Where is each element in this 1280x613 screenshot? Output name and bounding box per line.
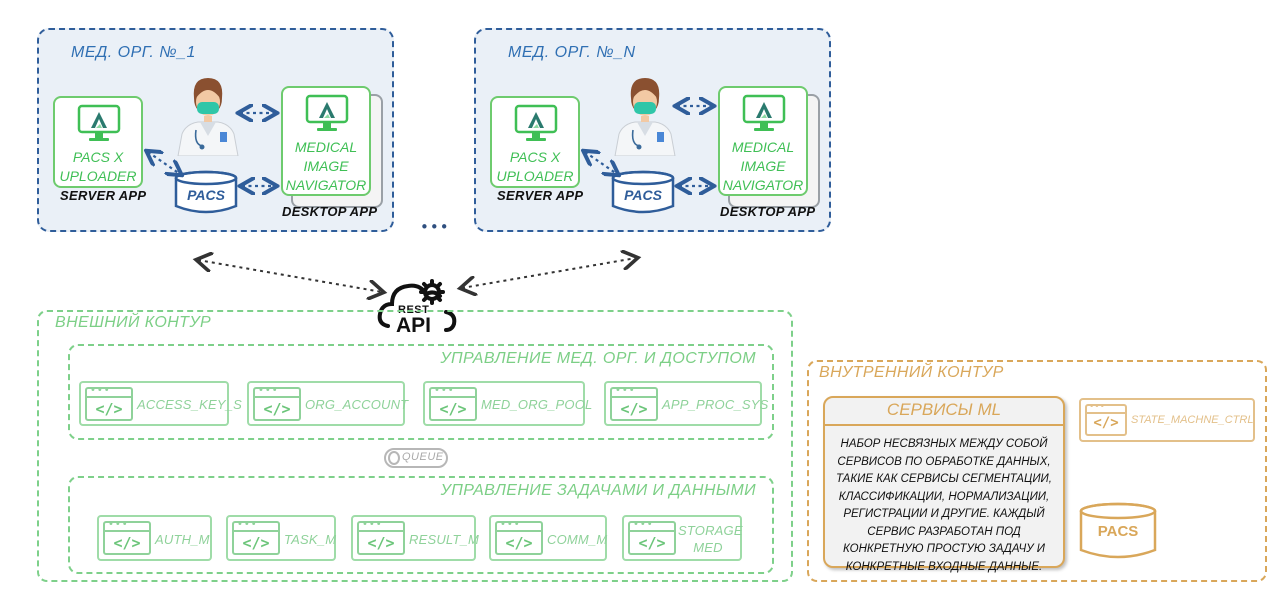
org-n-arrows xyxy=(437,0,837,240)
code-window-icon: •••</> xyxy=(610,385,658,421)
org-n-pacs-db-icon: PACS xyxy=(611,170,675,221)
service-storage-med[interactable]: •••</> STORAGE MED xyxy=(622,515,743,561)
code-window-icon: •••</> xyxy=(357,519,405,555)
service-label: AUTH_M xyxy=(155,532,210,547)
org-n-server-caption: SERVER APP xyxy=(497,188,584,203)
access-group-zone: УПРАВЛЕНИЕ МЕД. ОРГ. И ДОСТУПОМ xyxy=(68,344,774,440)
service-org-account[interactable]: •••</> ORG_ACCOUNT xyxy=(247,381,409,426)
org-1-server-app-card[interactable]: PACS X UPLOADER xyxy=(53,96,143,188)
org-n-title: МЕД. ОРГ. №_N xyxy=(508,44,636,61)
org-n-desktop-app-label: MEDICAL IMAGE NAVIGATOR xyxy=(722,139,804,193)
code-window-icon: •••</> xyxy=(85,385,133,421)
service-app-proc-sys[interactable]: •••</> APP_PROC_SYS xyxy=(604,381,768,426)
service-med-org-pool[interactable]: •••</> MED_ORG_POOL xyxy=(423,381,592,426)
ml-services-card[interactable]: СЕРВИСЫ ML НАБОР НЕСВЯЗНЫХ МЕЖДУ СОБОЙ С… xyxy=(823,396,1065,573)
org-1-server-caption: SERVER APP xyxy=(60,188,147,203)
service-label: RESULT_M xyxy=(409,532,479,547)
ellipsis: ••• xyxy=(420,218,450,236)
service-label: COMM_M xyxy=(547,532,608,547)
monitor-logo-icon xyxy=(742,94,786,139)
code-window-icon: •••</> xyxy=(495,519,543,555)
monitor-logo-icon xyxy=(514,104,558,149)
service-state-machine-ctrl[interactable]: ••• </> STATE_MACHNE_CTRL xyxy=(1079,398,1255,442)
ml-services-divider xyxy=(825,424,1063,426)
org-n-pacs-label: PACS xyxy=(624,187,662,203)
org-1-pacs-label: PACS xyxy=(187,187,225,203)
service-label: MED_ORG_POOL xyxy=(481,397,593,412)
service-access-key-s[interactable]: •••</> ACCESS_KEY_S xyxy=(79,381,242,426)
doctor-icon xyxy=(609,72,681,161)
service-auth-m[interactable]: •••</> AUTH_M xyxy=(97,515,212,561)
service-label: STORAGE MED xyxy=(678,523,743,555)
org-1-title: МЕД. ОРГ. №_1 xyxy=(71,44,196,61)
code-window-icon: •••</> xyxy=(103,519,151,555)
queue-pill[interactable]: QUEUE xyxy=(384,448,448,468)
org-n-desktop-caption: DESKTOP APP xyxy=(720,204,816,219)
state-machine-label: STATE_MACHNE_CTRL xyxy=(1131,414,1254,426)
monitor-logo-icon xyxy=(77,104,121,149)
inner-pacs-db-icon: PACS xyxy=(1078,502,1158,567)
arrow-uploader-pacs xyxy=(148,152,180,174)
outer-contour-title: ВНЕШНИЙ КОНТУР xyxy=(55,314,212,331)
ml-services-title: СЕРВИСЫ ML xyxy=(886,400,1002,419)
org-1-desktop-caption: DESKTOP APP xyxy=(282,204,378,219)
rest-api-label-bottom: API xyxy=(396,314,432,337)
code-window-icon: •••</> xyxy=(253,385,301,421)
service-comm-m[interactable]: •••</> COMM_M xyxy=(489,515,607,561)
access-group-title: УПРАВЛЕНИЕ МЕД. ОРГ. И ДОСТУПОМ xyxy=(440,350,756,367)
org-n-desktop-app-card[interactable]: MEDICAL IMAGE NAVIGATOR xyxy=(718,86,808,196)
connector-org1-api xyxy=(198,260,382,292)
code-window-icon: •••</> xyxy=(429,385,477,421)
service-label: ACCESS_KEY_S xyxy=(137,397,243,412)
queue-cylinder-icon xyxy=(388,451,400,465)
ml-services-description: НАБОР НЕСВЯЗНЫХ МЕЖДУ СОБОЙ СЕРВИСОВ ПО … xyxy=(836,438,1052,573)
arrow-uploader-pacs xyxy=(585,152,617,174)
monitor-logo-icon xyxy=(305,94,349,139)
connector-orgN-api xyxy=(462,258,636,288)
inner-contour-zone: ВНУТРЕННИЙ КОНТУР xyxy=(807,360,1267,582)
service-result-m[interactable]: •••</> RESULT_M xyxy=(351,515,479,561)
service-task-m[interactable]: •••</> TASK_M xyxy=(226,515,336,561)
code-window-icon: ••• </> xyxy=(1085,402,1127,436)
org-n-server-app-label: PACS X UPLOADER xyxy=(496,149,574,184)
queue-label: QUEUE xyxy=(402,451,444,463)
org-1-desktop-app-label: MEDICAL IMAGE NAVIGATOR xyxy=(285,139,367,193)
org-1-arrows xyxy=(0,0,640,240)
outer-contour-zone: ВНЕШНИЙ КОНТУР xyxy=(37,310,793,582)
task-group-zone: УПРАВЛЕНИЕ ЗАДАЧАМИ И ДАННЫМИ xyxy=(68,476,774,574)
org-1-pacs-db-icon: PACS xyxy=(174,170,238,221)
task-group-title: УПРАВЛЕНИЕ ЗАДАЧАМИ И ДАННЫМИ xyxy=(440,482,756,499)
doctor-icon xyxy=(172,72,244,161)
service-label: ORG_ACCOUNT xyxy=(305,397,409,412)
org-n-server-app-card[interactable]: PACS X UPLOADER xyxy=(490,96,580,188)
org-1-desktop-app-card[interactable]: MEDICAL IMAGE NAVIGATOR xyxy=(281,86,371,196)
service-label: APP_PROC_SYS xyxy=(662,397,769,412)
code-window-icon: •••</> xyxy=(628,519,676,555)
org-1-server-app-label: PACS X UPLOADER xyxy=(59,149,137,184)
code-window-icon: •••</> xyxy=(232,519,280,555)
inner-pacs-label: PACS xyxy=(1097,523,1139,540)
service-label: TASK_M xyxy=(284,532,337,547)
inner-contour-title: ВНУТРЕННИЙ КОНТУР xyxy=(819,364,1004,381)
